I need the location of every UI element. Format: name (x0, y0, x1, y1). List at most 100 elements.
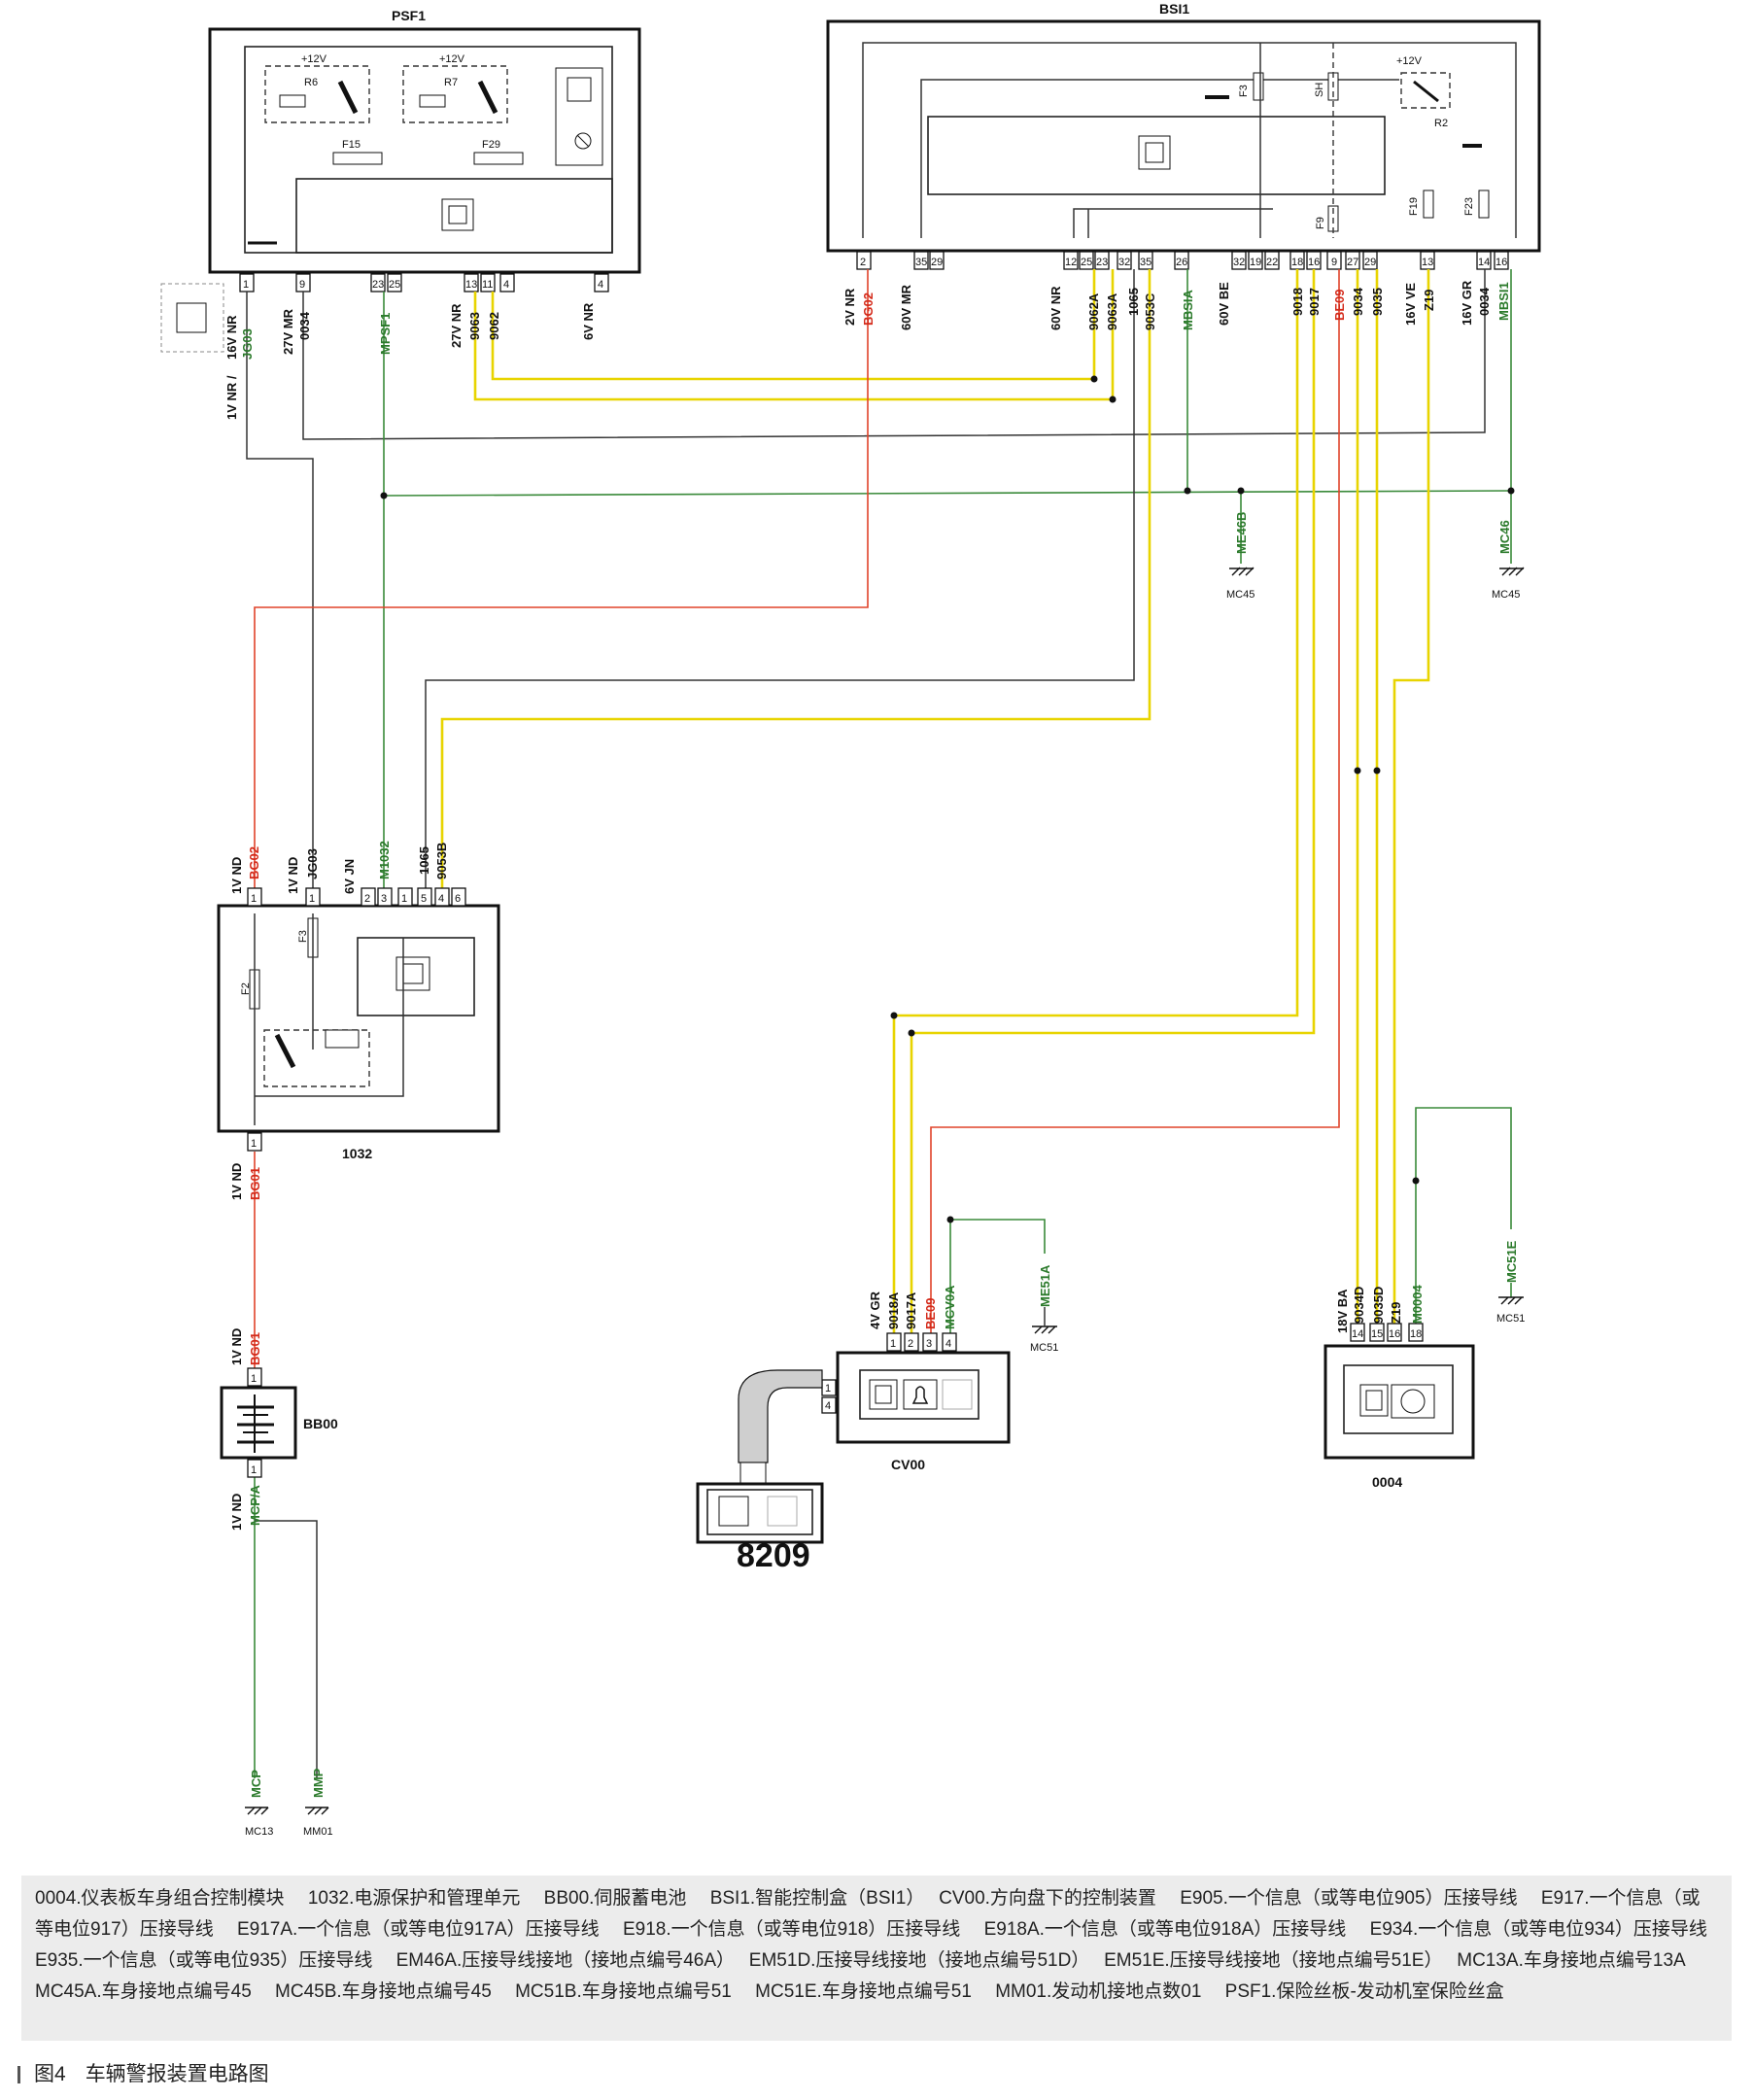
label: MCP/A (248, 1485, 262, 1527)
battery-bb00: 1 1 BB00 1V ND BG01 1V ND MCP/A (220, 1328, 338, 1531)
pin: 2 (860, 257, 866, 268)
wire-jg03 (246, 292, 314, 899)
module-1032: 1032 F2 F3 (217, 904, 500, 1161)
label: 1065 (1126, 288, 1141, 316)
bsi1-pins: 2 35 29 12 25 23 32 35 26 32 19 22 18 16… (856, 251, 1509, 270)
label: MC51E (1504, 1240, 1519, 1283)
pin: 15 (1371, 1328, 1383, 1340)
label: 1V ND (286, 857, 300, 894)
label: 1V ND (229, 1163, 244, 1200)
label: 9053B (434, 843, 449, 879)
pin: 14 (1478, 257, 1490, 268)
label: 2V NR (842, 288, 857, 326)
pin: 32 (1118, 257, 1130, 268)
pin: 9 (299, 279, 305, 291)
pin: 35 (915, 257, 927, 268)
bsi1-f3: F3 (1238, 85, 1250, 97)
label: 9018A (886, 1291, 901, 1329)
pin: 32 (1233, 257, 1245, 268)
u1032-pins: 1 1 2 3 1 5 4 6 1 (247, 887, 466, 1152)
psf1-f15: F15 (342, 139, 361, 151)
pin: 2 (908, 1338, 913, 1350)
pin: 14 (1352, 1328, 1363, 1340)
pin: 1 (243, 279, 249, 291)
label: 16V GR (1460, 280, 1474, 326)
module-cv00: 1 2 3 4 1 4 CV00 (738, 1332, 1011, 1485)
cv00-title: CV00 (891, 1457, 925, 1472)
pin: 22 (1266, 257, 1278, 268)
ground-mc45-b: MC46 MC45 (1492, 520, 1525, 601)
pin: 3 (926, 1338, 932, 1350)
u0004-title: 0004 (1372, 1474, 1402, 1490)
psf1-module: PSF1 +12V +12V R6 R7 F15 F29 (208, 8, 641, 274)
label: 27V MR (281, 308, 295, 355)
caption-bar (17, 2066, 20, 2084)
cv00-wire-labels: 4V GR 9018A 9017A BE09 MCV0A ME51A MC51 (868, 1264, 1058, 1354)
psf1-12v-b: +12V (439, 53, 465, 65)
label: ME51A (1038, 1264, 1052, 1307)
pin: 16 (1389, 1328, 1400, 1340)
pin: 29 (1364, 257, 1376, 268)
wire-0034 (302, 269, 1486, 440)
bb00-title: BB00 (303, 1416, 338, 1431)
label: MCP (249, 1770, 263, 1798)
wire-9017 (910, 269, 1316, 1346)
pin: 23 (1096, 257, 1108, 268)
label: 9063 (467, 312, 482, 340)
label: 9017 (1307, 288, 1322, 316)
pin: 13 (1422, 257, 1433, 268)
bsi1-r2: R2 (1434, 118, 1448, 129)
pin: 23 (372, 279, 384, 291)
bsi1-title: BSI1 (1159, 1, 1189, 17)
label: 18V BA (1335, 1289, 1350, 1333)
pin: 2 (364, 893, 370, 905)
wire-mbsia (383, 490, 1512, 497)
pin: 1 (309, 893, 315, 905)
label: BG02 (247, 846, 261, 879)
pin: 3 (381, 893, 387, 905)
wire-9053 (440, 269, 1151, 899)
bsi1-wire-labels: 2V NR BG02 60V MR 60V NR 9062A 9063A 106… (842, 280, 1511, 330)
label: 9034D (1352, 1287, 1366, 1324)
pin: 1 (890, 1338, 896, 1350)
pin: 4 (503, 279, 509, 291)
label: MBSIA (1181, 290, 1195, 331)
pin: 4 (825, 1400, 831, 1412)
label: 0034 (297, 311, 312, 340)
label: 16V NR (224, 315, 239, 360)
pin: 29 (931, 257, 943, 268)
label: MM01 (303, 1826, 333, 1838)
pin: 1 (825, 1383, 831, 1394)
label: MC45 (1226, 589, 1255, 601)
label: 9062 (487, 312, 501, 340)
bsi1-12v: +12V (1396, 55, 1423, 67)
label: MBSI1 (1496, 282, 1511, 321)
wire-z19 (1392, 269, 1430, 1336)
label: 60V BE (1217, 282, 1231, 326)
label: JG03 (240, 328, 255, 360)
label: 1V NR / (224, 375, 239, 420)
psf1-pins: 1 9 23 25 13 11 4 4 (239, 273, 609, 293)
pin: 4 (945, 1338, 951, 1350)
label: BG01 (248, 1332, 262, 1365)
pin: 4 (598, 279, 603, 291)
pin: 16 (1495, 257, 1507, 268)
siren-icon (160, 283, 224, 353)
pin: 1 (251, 893, 257, 905)
label: JG03 (305, 848, 320, 879)
gauge-icon (1400, 1389, 1426, 1414)
label: 27V NR (449, 303, 464, 348)
u8209-title: 8209 (737, 1537, 810, 1574)
wire-1065 (425, 269, 1135, 899)
pin: 1 (251, 1373, 257, 1385)
label: MPSF1 (378, 313, 393, 355)
psf1-12v-a: +12V (301, 53, 327, 65)
wire-mmp (255, 1520, 318, 1778)
figure-number: 图4 (34, 2063, 66, 2085)
wire-9018 (892, 269, 1299, 1346)
label: MC13 (245, 1826, 273, 1838)
pin: 6 (455, 893, 461, 905)
module-0004: 14 15 16 18 0004 (1323, 1323, 1475, 1490)
